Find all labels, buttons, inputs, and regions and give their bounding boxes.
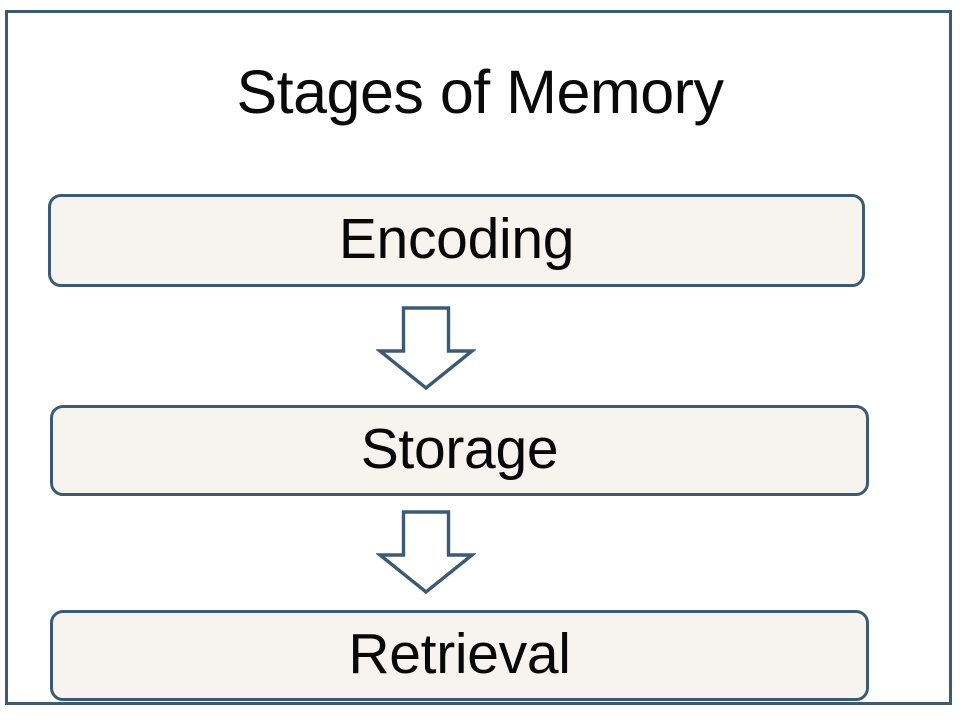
stage-label-storage: Storage [360, 417, 559, 481]
stage-label-retrieval: Retrieval [348, 622, 571, 686]
page-title: Stages of Memory [236, 58, 724, 126]
stage-box-encoding[interactable]: Encoding [48, 194, 865, 287]
down-arrow-icon [376, 304, 476, 392]
stage-label-encoding: Encoding [338, 207, 575, 271]
down-arrow-icon [376, 508, 476, 596]
stage-box-storage[interactable]: Storage [50, 405, 869, 496]
stage-box-retrieval[interactable]: Retrieval [50, 610, 869, 701]
slide-frame [5, 10, 952, 705]
